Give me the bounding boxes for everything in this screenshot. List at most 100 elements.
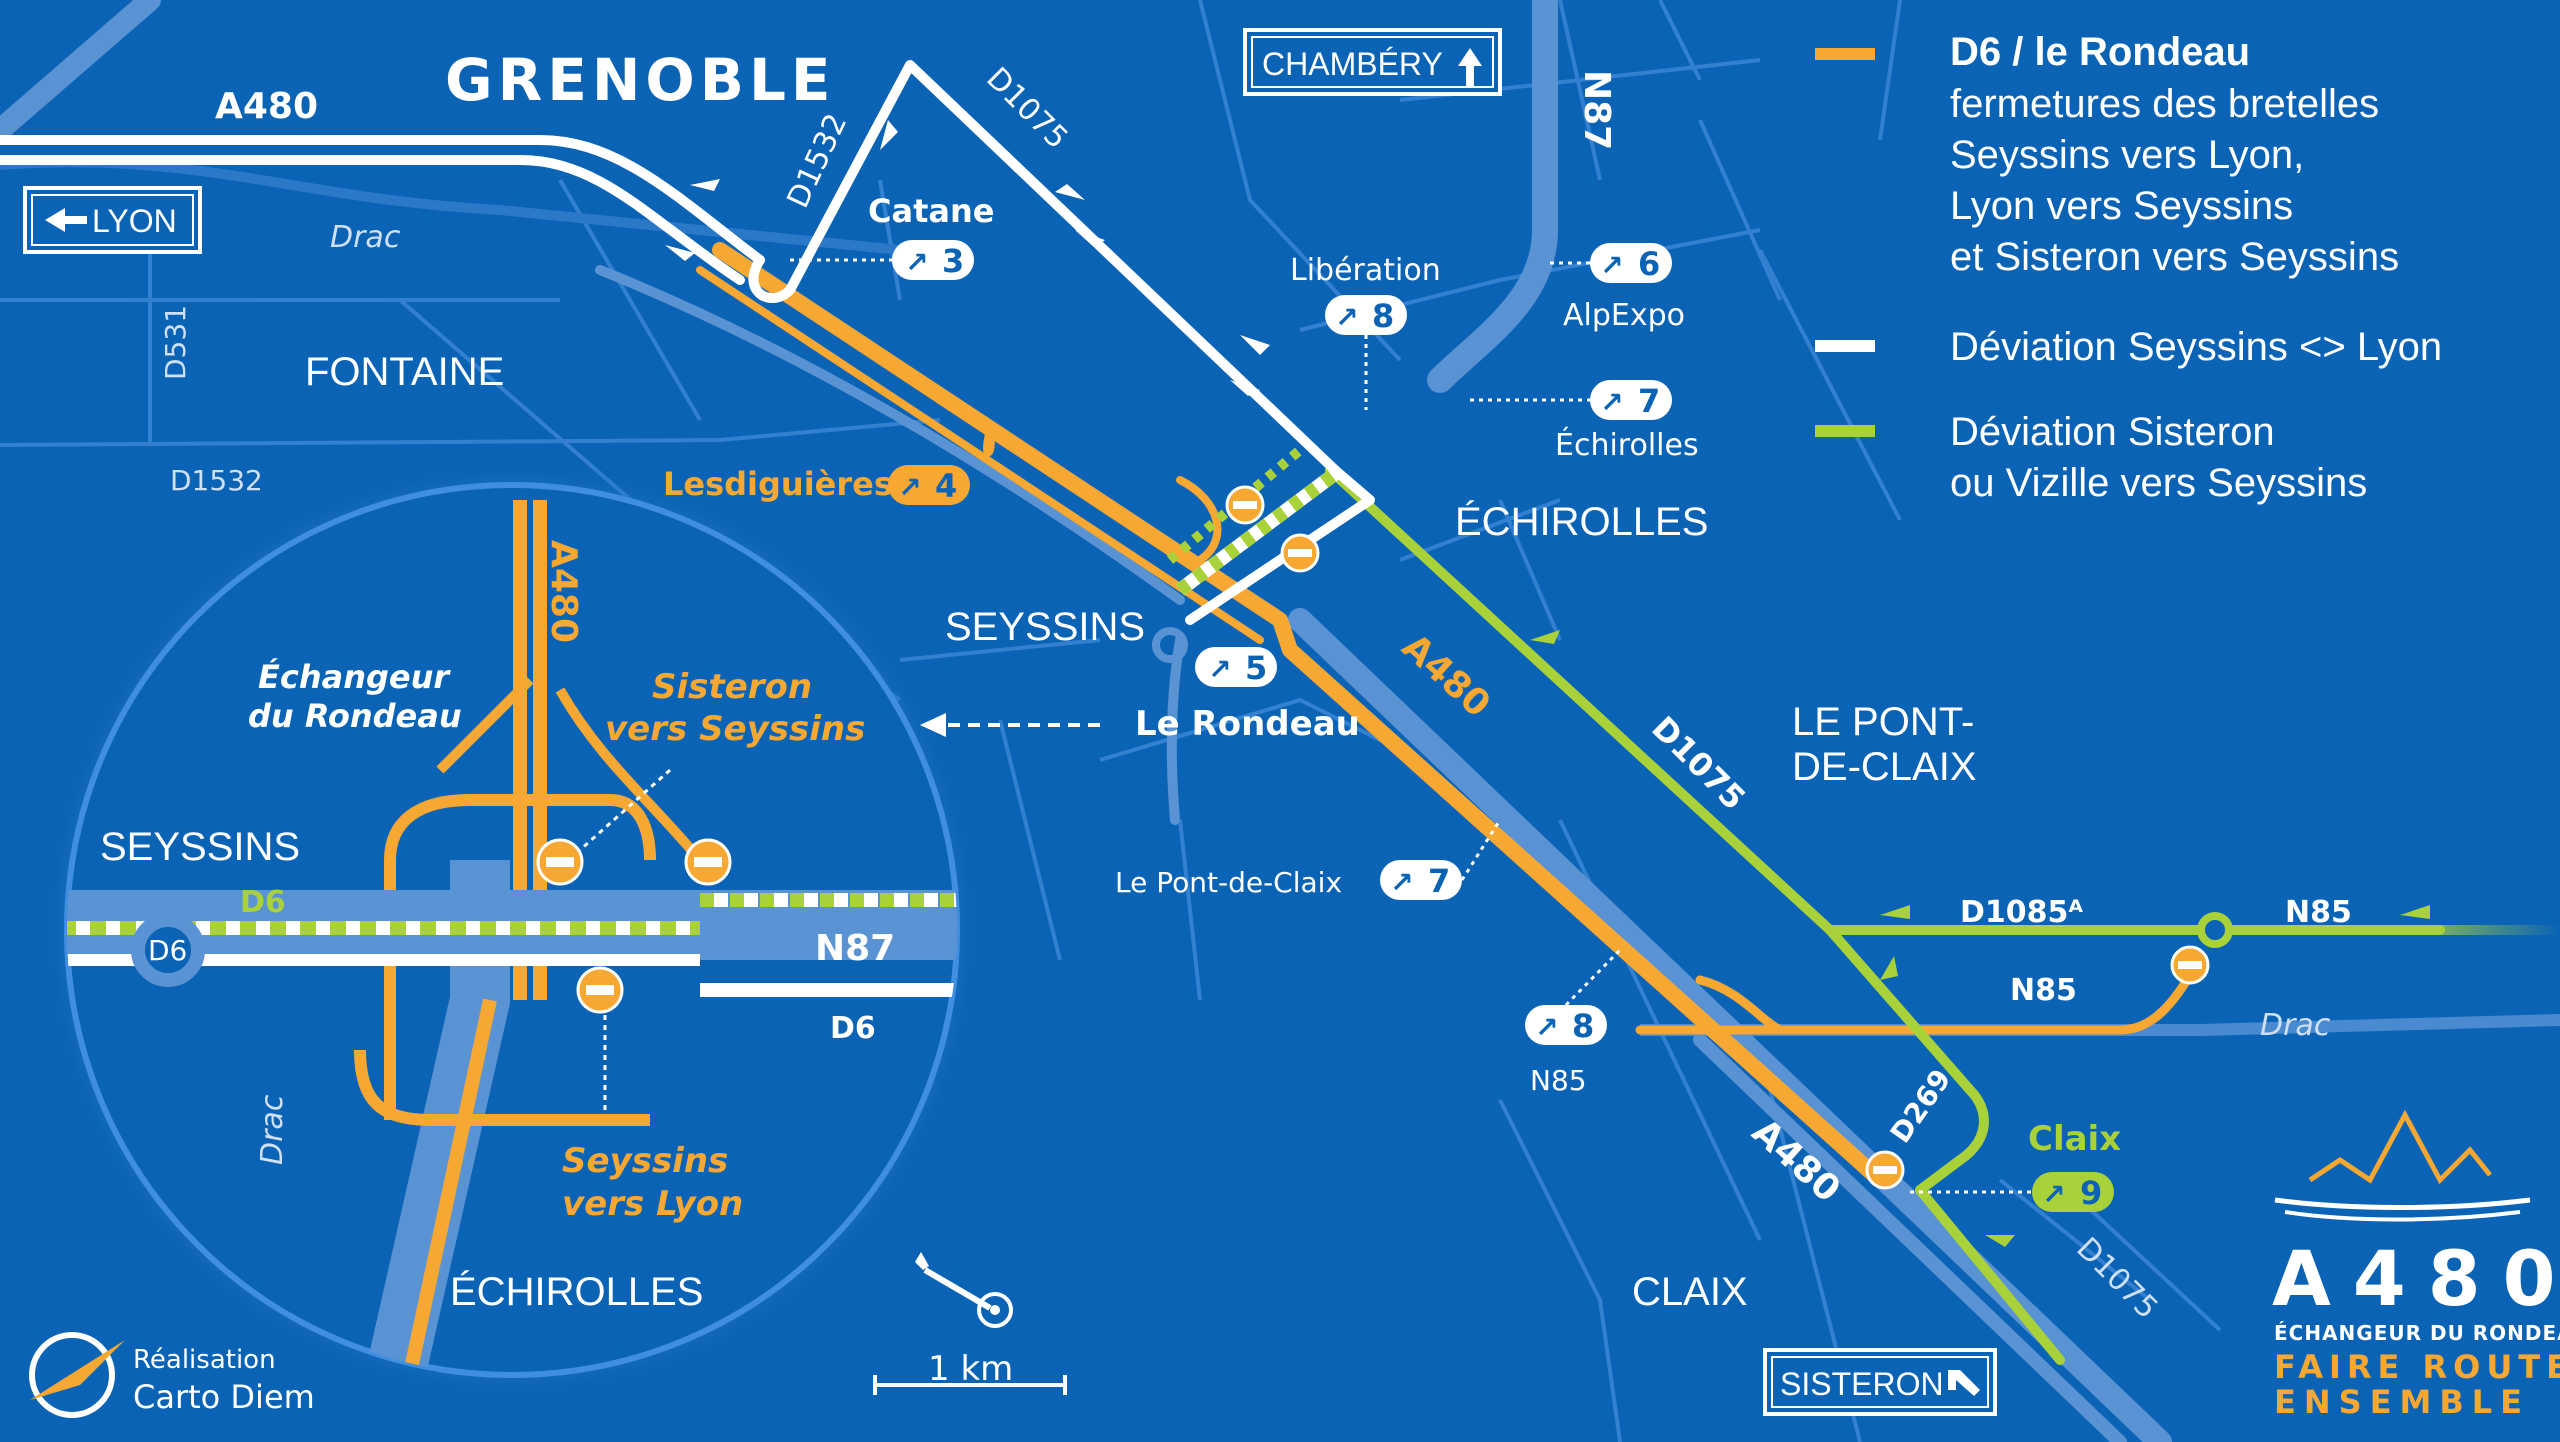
exit-n85-num: 8 bbox=[1572, 1007, 1594, 1045]
exit-icon: ↗ bbox=[1600, 249, 1623, 282]
sign-lyon[interactable]: LYON bbox=[23, 186, 202, 254]
place-claix: CLAIX bbox=[1632, 1270, 1748, 1314]
legend-swatch-orange bbox=[1815, 48, 1875, 60]
legend-swatch-green bbox=[1815, 425, 1875, 437]
inset-d6-right: D6 bbox=[830, 1011, 876, 1046]
place-pont-de-claix-2: DE-CLAIX bbox=[1792, 745, 1977, 789]
n85-green-fade bbox=[2380, 925, 2560, 935]
exit-icon: ↗ bbox=[1600, 386, 1623, 419]
place-fontaine: FONTAINE bbox=[305, 350, 504, 394]
green-arrows bbox=[1530, 630, 2430, 1247]
place-rondeau: Le Rondeau bbox=[1135, 704, 1360, 744]
exit-rondeau-badge[interactable]: 5↗ bbox=[1195, 647, 1277, 687]
exit-icon: ↗ bbox=[1335, 301, 1358, 334]
road-drac-b: Drac bbox=[2260, 1008, 2331, 1043]
exit-liberation-num: 8 bbox=[1372, 297, 1394, 335]
road-d1532-b: D1532 bbox=[170, 464, 263, 497]
exit-icon: ↗ bbox=[2042, 1178, 2065, 1211]
exit-alpexpo-name: AlpExpo bbox=[1563, 298, 1685, 333]
title-sub: ÉCHANGEUR DU RONDEAU bbox=[2274, 1321, 2560, 1345]
legend: D6 / le Rondeau fermetures des bretelles… bbox=[1815, 30, 2442, 505]
inset-map bbox=[67, 500, 957, 1375]
exit-alpexpo-badge[interactable]: 6↗ bbox=[1590, 243, 1672, 283]
inset-closure-1b: vers Seyssins bbox=[605, 709, 865, 749]
exit-claix-badge[interactable]: 9↗ bbox=[2032, 1172, 2114, 1212]
exit-echirolles-badge[interactable]: 7↗ bbox=[1590, 380, 1672, 420]
place-seyssins: SEYSSINS bbox=[945, 605, 1145, 649]
closure-marker bbox=[684, 838, 732, 886]
inset-closure-2b: vers Lyon bbox=[562, 1184, 743, 1224]
n85-roundabout bbox=[2197, 912, 2233, 948]
title-slogan-1: FAIRE ROUTE bbox=[2274, 1348, 2560, 1386]
exit-icon: ↗ bbox=[1390, 866, 1413, 899]
inset-echirolles: ÉCHIROLLES bbox=[450, 1269, 703, 1314]
exit-n85-badge[interactable]: 8↗ bbox=[1525, 1005, 1607, 1045]
road-n85-c: N85 bbox=[1530, 1064, 1587, 1097]
direction-arrows bbox=[665, 120, 1270, 396]
title-main: A480 bbox=[2272, 1234, 2560, 1323]
exit-leader-lines bbox=[790, 258, 2032, 1194]
closure-marker bbox=[1225, 485, 1265, 525]
legend-swatch-white bbox=[1815, 340, 1875, 352]
legend-item-1-line-2: fermetures des bretelles bbox=[1950, 82, 2379, 126]
exit-icon: ↗ bbox=[1535, 1011, 1558, 1044]
inset-closure-markers bbox=[536, 838, 732, 1014]
sign-sisteron-label: SISTERON bbox=[1780, 1366, 1944, 1402]
scale-bar: 1 km bbox=[873, 1349, 1067, 1395]
exit-echirolles-num: 7 bbox=[1638, 382, 1660, 420]
inset-title-2: du Rondeau bbox=[248, 697, 462, 735]
closure-marker bbox=[576, 966, 624, 1014]
credit-author: Carto Diem bbox=[133, 1378, 315, 1416]
white-deviation-route bbox=[0, 60, 1375, 625]
exit-rondeau-num: 5 bbox=[1245, 649, 1267, 687]
exit-pont-de-claix-num: 7 bbox=[1428, 862, 1450, 900]
road-n85-b: N85 bbox=[2010, 973, 2077, 1008]
exit-lesdiguieres-badge[interactable]: 4↗ bbox=[888, 465, 970, 505]
exit-catane-name: Catane bbox=[868, 192, 994, 230]
exit-claix-num: 9 bbox=[2080, 1174, 2102, 1212]
callout-line-1 bbox=[579, 768, 671, 852]
mountain-logo-icon bbox=[2308, 1109, 2492, 1185]
road-n87: N87 bbox=[1576, 70, 1617, 150]
place-labels: GRENOBLE FONTAINE SEYSSINS ÉCHIROLLES LE… bbox=[305, 46, 1977, 1314]
compass-logo-icon bbox=[29, 1332, 115, 1418]
exit-lesdiguieres-num: 4 bbox=[935, 467, 957, 505]
sign-lyon-label: LYON bbox=[92, 203, 177, 239]
legend-item-1-line-4: Lyon vers Seyssins bbox=[1950, 184, 2293, 228]
closure-markers bbox=[1225, 485, 2210, 1190]
place-grenoble: GRENOBLE bbox=[445, 46, 836, 114]
inset-labels: Échangeur du Rondeau SEYSSINS ÉCHIROLLES… bbox=[100, 540, 895, 1314]
title-slogan-2: ENSEMBLE bbox=[2274, 1383, 2530, 1421]
exit-alpexpo-num: 6 bbox=[1638, 245, 1660, 283]
inset-seyssins: SEYSSINS bbox=[100, 825, 300, 869]
inset-closure-2a: Seyssins bbox=[562, 1141, 728, 1181]
exit-icon: ↗ bbox=[1208, 653, 1231, 686]
inset-closure-1a: Sisteron bbox=[652, 667, 812, 707]
inset-d6-circle: D6 bbox=[148, 934, 187, 967]
compass-needle-icon bbox=[30, 1340, 125, 1400]
exit-liberation-badge[interactable]: 8↗ bbox=[1325, 295, 1407, 335]
closure-marker bbox=[1280, 533, 1320, 573]
sign-sisteron[interactable]: SISTERON bbox=[1763, 1348, 1997, 1416]
sign-chambery[interactable]: CHAMBÉRY bbox=[1243, 28, 1502, 96]
legend-item-2-line-1: Déviation Seyssins <> Lyon bbox=[1950, 325, 2442, 369]
exit-lesdiguieres-name: Lesdiguières bbox=[663, 465, 893, 503]
exit-pont-de-claix-badge[interactable]: 7↗ bbox=[1380, 860, 1462, 900]
title-block: A480 ÉCHANGEUR DU RONDEAU FAIRE ROUTE EN… bbox=[2272, 1109, 2560, 1421]
scale-label: 1 km bbox=[928, 1349, 1013, 1389]
legend-item-1-line-5: et Sisteron vers Seyssins bbox=[1950, 235, 2399, 279]
inset-drac: Drac bbox=[255, 1094, 290, 1165]
road-a480-top: A480 bbox=[215, 86, 318, 127]
inset-title-1: Échangeur bbox=[258, 658, 451, 696]
road-n85-a: N85 bbox=[2285, 895, 2352, 930]
exit-catane-num: 3 bbox=[942, 242, 964, 280]
legend-item-3-line-2: ou Vizille vers Seyssins bbox=[1950, 461, 2367, 505]
legend-item-3-line-1: Déviation Sisteron bbox=[1950, 410, 2275, 454]
legend-item-1-line-1: D6 / le Rondeau bbox=[1950, 30, 2250, 74]
place-echirolles: ÉCHIROLLES bbox=[1455, 499, 1708, 544]
exit-liberation-name: Libération bbox=[1290, 253, 1441, 288]
exit-catane-badge[interactable]: 3↗ bbox=[892, 240, 974, 280]
sign-chambery-label: CHAMBÉRY bbox=[1262, 46, 1443, 82]
legend-item-1-line-3: Seyssins vers Lyon, bbox=[1950, 133, 2304, 177]
